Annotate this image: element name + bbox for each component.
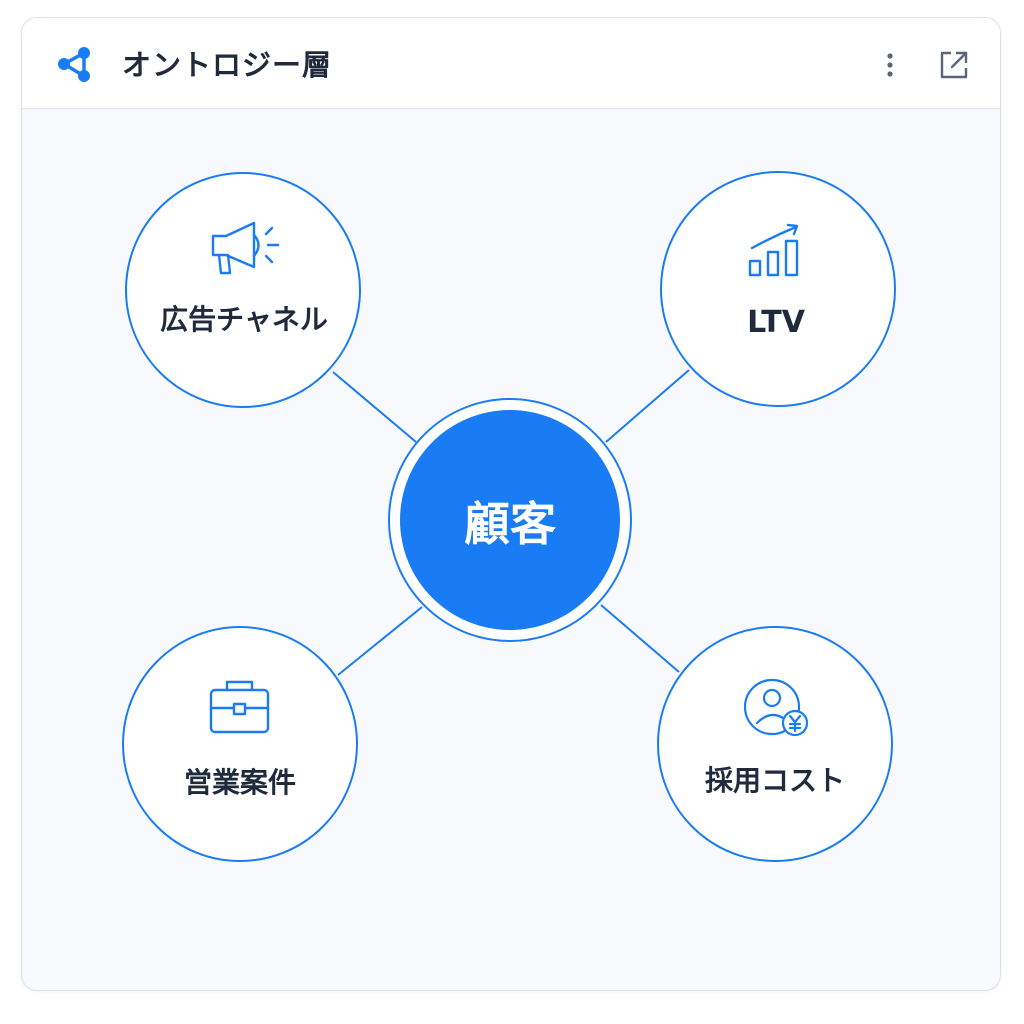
node-label-ltv: LTV <box>747 305 806 340</box>
center-node[interactable]: 顧客 <box>388 398 632 642</box>
briefcase-icon <box>209 680 270 734</box>
connector-ltv <box>605 369 690 443</box>
center-node-label: 顧客 <box>464 497 556 551</box>
node-ad-channel[interactable]: 広告チャネル <box>125 172 361 408</box>
external-link-icon[interactable] <box>934 45 974 85</box>
card-header: オントロジー層 <box>22 18 1000 109</box>
megaphone-icon <box>211 221 280 275</box>
node-sales-deals[interactable]: 営業案件 <box>122 626 358 862</box>
connector-ad-channel <box>332 371 417 443</box>
bar-chart-trend-icon <box>748 223 799 277</box>
node-label-sales-deals: 営業案件 <box>184 766 296 799</box>
kebab-icon[interactable] <box>870 45 910 85</box>
card-title: オントロジー層 <box>122 48 333 82</box>
node-label-ad-channel: 広告チャネル <box>160 303 328 336</box>
node-hiring-cost[interactable]: 採用コスト <box>657 626 893 862</box>
node-ltv[interactable]: LTV <box>660 171 896 407</box>
connector-hiring-cost <box>600 604 680 673</box>
user-yen-icon <box>743 678 809 737</box>
connector-sales-deals <box>337 606 423 676</box>
share-nodes-icon <box>58 47 90 82</box>
node-label-hiring-cost: 採用コスト <box>705 764 845 797</box>
